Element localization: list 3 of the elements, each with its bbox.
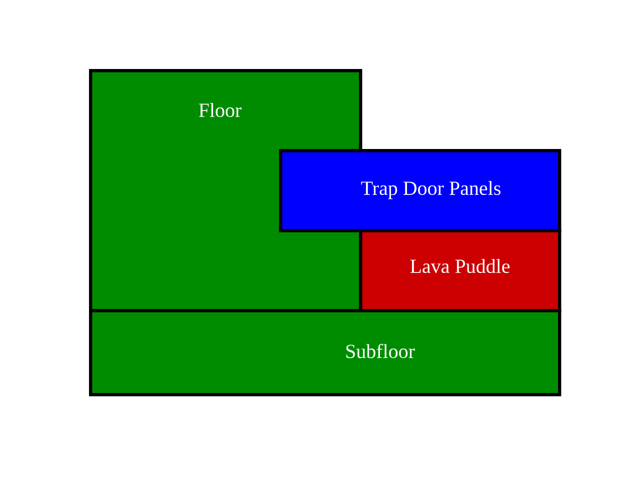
panel-block: Trap Door Panels: [279, 149, 562, 232]
puddle-block: Lava Puddle: [359, 229, 562, 312]
subfloor-block: Subfloor: [89, 309, 562, 396]
